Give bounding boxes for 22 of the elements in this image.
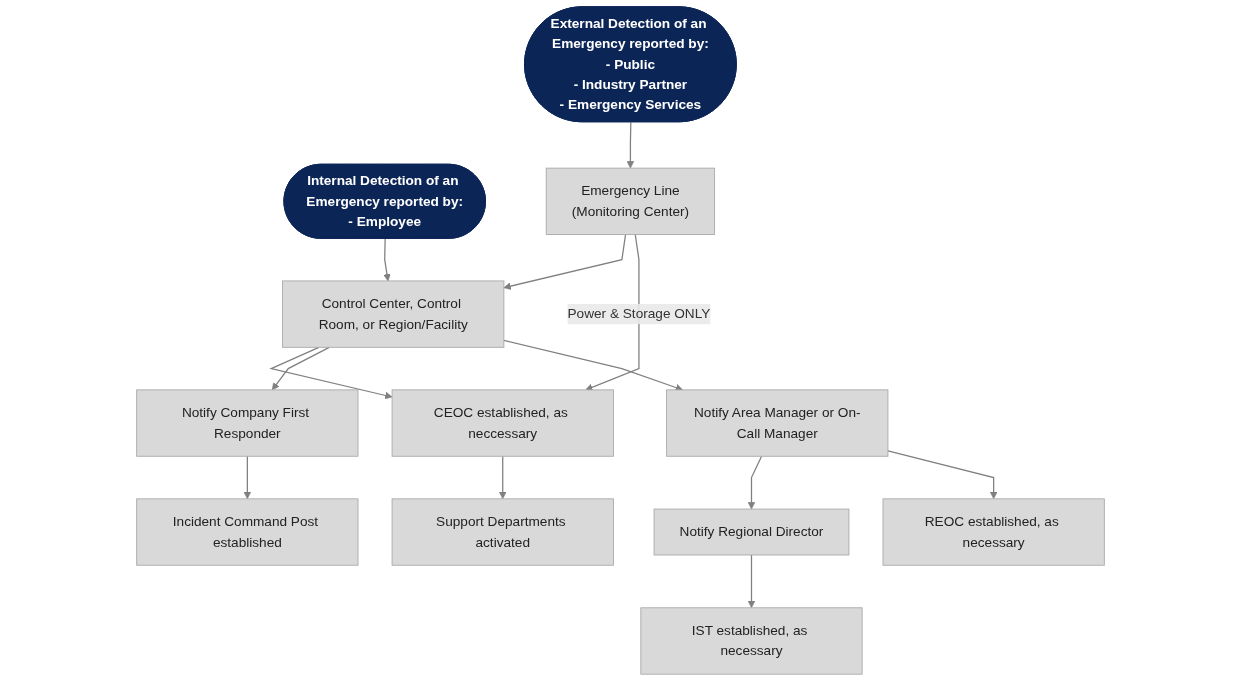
arrow (887, 450, 998, 500)
node-box: Notify Company First Responder (136, 389, 359, 457)
edge-label: Power & Storage ONLY (567, 306, 711, 321)
node-box: REOC established, as necessary (882, 498, 1105, 566)
node-box: Incident Command Post established (136, 498, 359, 566)
node-box: Notify Regional Director (653, 508, 850, 556)
node-box: CEOC established, as neccessary (391, 389, 614, 457)
arrow (243, 455, 252, 500)
node-box: Emergency Line (Monitoring Center) (545, 167, 716, 235)
arrow (747, 455, 763, 510)
arrow (503, 233, 627, 290)
arrow (747, 554, 756, 609)
node-box: Control Center, Control Room, or Region/Facility (282, 280, 505, 348)
arrow (271, 346, 330, 391)
node-box: IST established, as necessary (640, 607, 863, 675)
arrow (585, 233, 640, 391)
node-box: Support Departments activated (391, 498, 614, 566)
node-box: Notify Area Manager or On-Call Manager (666, 389, 889, 457)
arrow (626, 121, 635, 169)
arrow (499, 455, 507, 500)
arrow (269, 346, 393, 400)
arrow (383, 238, 391, 282)
